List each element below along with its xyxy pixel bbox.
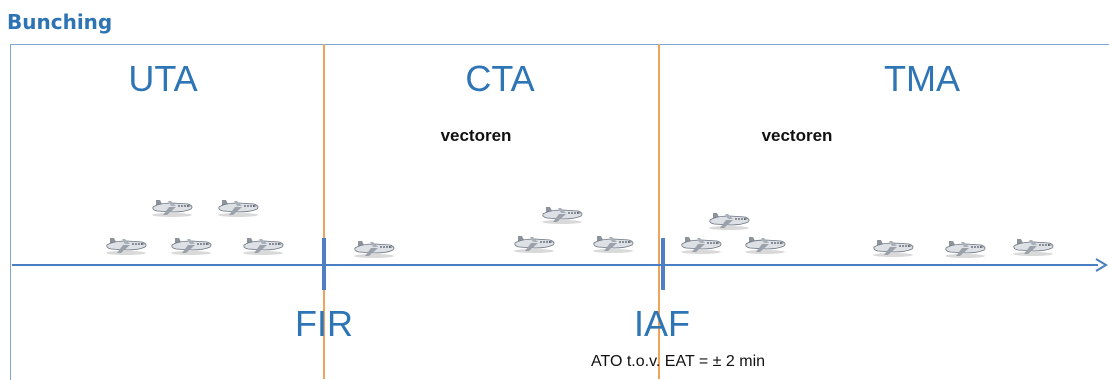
airplane-icon (740, 229, 790, 255)
airplane-icon (588, 228, 638, 254)
airplane-icon (349, 233, 399, 259)
airplane-icon (166, 230, 216, 256)
airplane-icon (868, 232, 918, 258)
vector-label-cta: vectoren (440, 126, 512, 145)
fix-label-fir: FIR (295, 303, 353, 344)
airplane-icon (704, 205, 754, 231)
slide-title: Bunching (7, 10, 113, 34)
timing-note: ATO t.o.v. EAT = ± 2 min (591, 353, 766, 370)
airplane-icon (147, 192, 197, 218)
airplane-icon (940, 233, 990, 259)
fix-tick-iaf (661, 238, 665, 290)
airplane-icon (1008, 231, 1058, 257)
zone-label-uta: UTA (128, 58, 198, 99)
airplane-icon (537, 199, 587, 225)
route-axis (12, 264, 1098, 266)
zone-divider-fir (323, 44, 325, 379)
zone-label-cta: CTA (465, 58, 535, 99)
airplane-icon (676, 229, 726, 255)
airplane-icon (213, 192, 263, 218)
zone-label-tma: TMA (884, 58, 960, 99)
vector-label-tma: vectoren (761, 126, 833, 145)
airplane-icon (101, 230, 151, 256)
fix-label-iaf: IAF (633, 303, 691, 344)
diagram-frame (10, 44, 1109, 380)
axis-arrowhead-icon (1095, 258, 1108, 272)
airplane-icon (238, 230, 288, 256)
zone-divider-iaf (658, 44, 660, 379)
fix-tick-fir (322, 238, 326, 290)
airplane-icon (509, 228, 559, 254)
